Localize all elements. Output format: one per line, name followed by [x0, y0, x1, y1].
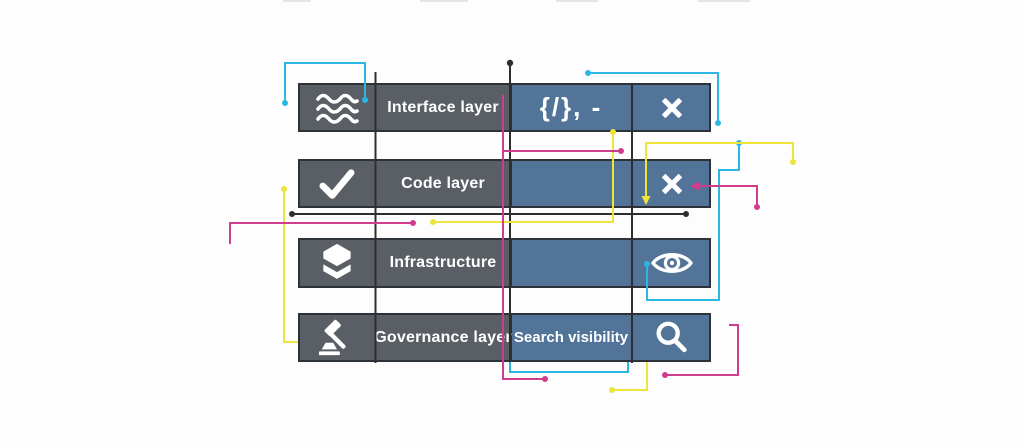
waves-icon	[316, 93, 359, 124]
x-icon	[661, 173, 682, 194]
yellow-endpoint-dot	[281, 186, 287, 192]
layers-icon	[323, 243, 351, 279]
cyan-endpoint-dot	[736, 140, 742, 146]
governance-layer-label-slot: Governance layer	[374, 313, 512, 362]
x-icon	[661, 97, 682, 118]
yellow-endpoint-dot	[790, 159, 796, 165]
search-icon	[656, 321, 687, 352]
cyan-endpoint-dot	[715, 120, 721, 126]
infrastructure-icon-slot	[298, 238, 376, 288]
yellow-connector-left	[283, 189, 298, 343]
infrastructure-eye-slot	[632, 238, 711, 288]
interface-layer-x-slot	[632, 83, 711, 132]
black-endpoint-dot	[289, 211, 295, 217]
cyan-endpoint-dot	[282, 100, 288, 106]
code-symbols-text: {/}, -	[539, 92, 603, 122]
cyan-endpoint-dot	[585, 70, 591, 76]
magenta-endpoint-dot	[618, 148, 624, 154]
top-edge-artifact	[420, 0, 468, 2]
governance-layer-label: Governance layer	[374, 328, 512, 346]
infrastructure-label: Infrastructure	[389, 254, 497, 271]
code-layer-x-slot	[632, 159, 711, 208]
interface-layer-code-slot: {/}, -	[510, 83, 632, 132]
governance-search-slot	[632, 313, 711, 362]
cyan-underline-search-visibility	[509, 362, 629, 373]
magenta-endpoint-dot	[754, 204, 760, 210]
black-endpoint-dot	[506, 59, 514, 67]
yellow-connector-bottom	[612, 362, 648, 391]
eye-icon	[650, 253, 693, 273]
search-visibility-label: Search visibility	[513, 329, 629, 346]
code-layer-label-slot: Code layer	[376, 159, 510, 208]
check-icon	[319, 168, 355, 199]
interface-layer-label-slot: Interface layer	[376, 83, 510, 132]
top-edge-artifact	[698, 0, 750, 2]
gavel-icon	[318, 319, 346, 355]
code-layer-icon-slot	[298, 159, 376, 208]
search-visibility-slot: Search visibility	[510, 313, 632, 362]
infrastructure-label-slot: Infrastructure	[376, 238, 510, 288]
top-edge-artifact	[556, 0, 598, 2]
magenta-endpoint-dot	[662, 372, 668, 378]
top-edge-artifact	[283, 0, 311, 2]
magenta-endpoint-dot	[542, 376, 548, 382]
black-endpoint-dot	[683, 211, 689, 217]
governance-layer-icon-slot	[298, 313, 376, 362]
magenta-endpoint-dot	[410, 220, 416, 226]
interface-layer-label: Interface layer	[387, 98, 499, 116]
code-layer-label: Code layer	[401, 174, 485, 192]
yellow-endpoint-dot	[609, 387, 615, 393]
yellow-endpoint-dot	[430, 219, 436, 225]
interface-layer-icon-slot	[298, 83, 376, 132]
